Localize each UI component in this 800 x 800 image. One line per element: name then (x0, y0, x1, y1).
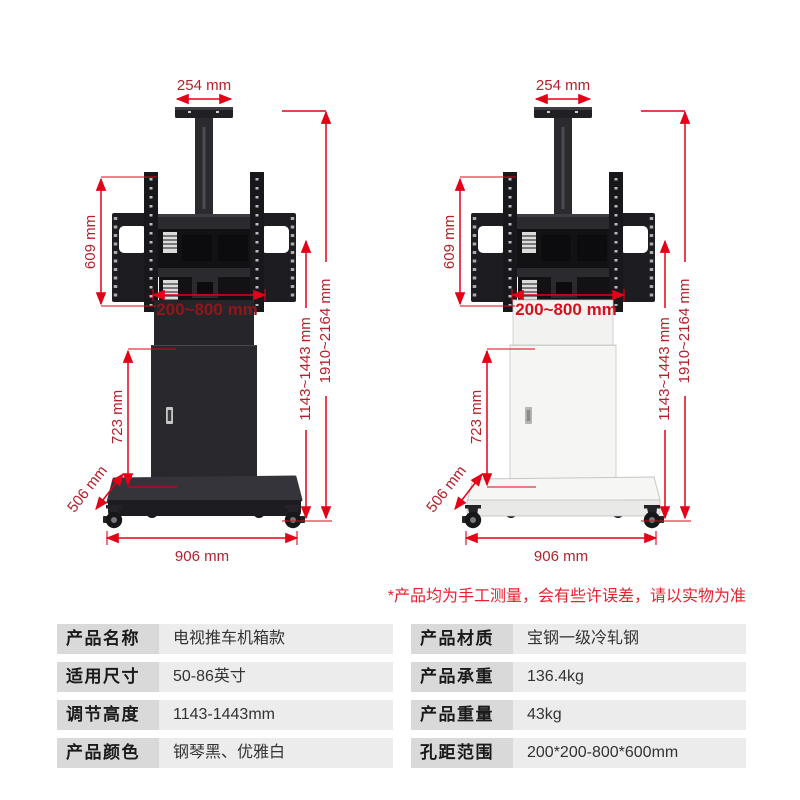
spec-label: 产品承重 (411, 662, 513, 692)
dim-bracket-height: 609 mm (82, 176, 157, 307)
spec-row-load: 产品承重 136.4kg (411, 662, 746, 692)
spec-label: 产品重量 (411, 700, 513, 730)
caster-left (103, 505, 123, 529)
camera-tray (534, 107, 592, 118)
spec-row-fit-size: 适用尺寸 50-86英寸 (57, 662, 393, 692)
caster-right (284, 505, 305, 529)
spec-table-left: 产品名称 电视推车机箱款 适用尺寸 50-86英寸 调节高度 1143-1443… (57, 624, 393, 776)
dim-vesa-range: 200~800 mm (510, 289, 626, 319)
dim-adjust-height: 1143~1443 mm (656, 239, 673, 520)
caster-left (462, 505, 482, 529)
cabinet (509, 299, 617, 490)
base (462, 476, 664, 529)
mount-rails (503, 172, 623, 312)
dim-cabinet-height: 723 mm (109, 348, 177, 488)
dim-tray-width: 254 mm (534, 77, 592, 105)
support-column (554, 118, 572, 218)
dim-label-total-height: 1910~2164 mm (676, 279, 693, 384)
spec-value: 钢琴黑、优雅白 (159, 738, 393, 768)
dim-label-cabinet-height: 723 mm (109, 390, 126, 444)
dim-bracket-height: 609 mm (441, 176, 516, 307)
dim-adjust-height: 1143~1443 mm (297, 239, 314, 520)
spec-value: 136.4kg (513, 662, 746, 692)
dim-label-cabinet-height: 723 mm (468, 390, 485, 444)
dim-label-tray-width: 254 mm (177, 77, 231, 94)
caster-right (643, 505, 664, 529)
dim-label-adjust-height: 1143~1443 mm (297, 317, 314, 421)
dim-label-base-width: 906 mm (175, 548, 229, 565)
cabinet (151, 300, 257, 489)
support-column (195, 118, 213, 218)
spec-row-product-name: 产品名称 电视推车机箱款 (57, 624, 393, 654)
dimension-diagram: 254 mm 609 mm 200~800 mm 723 mm 506 mm 9… (64, 77, 693, 565)
dim-base-width: 906 mm (105, 531, 299, 565)
camera-tray (175, 107, 233, 118)
spec-label: 适用尺寸 (57, 662, 159, 692)
tv-cart-black: 254 mm 609 mm 200~800 mm 723 mm 506 mm 9… (64, 77, 334, 565)
tv-cart-white: 254 mm 609 mm 200~800 mm 723 mm 506 mm 9… (423, 77, 693, 565)
dim-total-height: 1910~2164 mm (641, 110, 693, 522)
dim-label-vesa-range: 200~800 mm (515, 300, 617, 319)
dim-label-tray-width: 254 mm (536, 77, 590, 94)
spec-label: 产品材质 (411, 624, 513, 654)
spec-value: 电视推车机箱款 (159, 624, 393, 654)
spec-row-weight: 产品重量 43kg (411, 700, 746, 730)
dim-label-total-height: 1910~2164 mm (317, 279, 334, 384)
spec-label: 产品名称 (57, 624, 159, 654)
dim-tray-width: 254 mm (175, 77, 233, 105)
spec-value: 43kg (513, 700, 746, 730)
spec-label: 调节高度 (57, 700, 159, 730)
dim-label-vesa-range: 200~800 mm (156, 300, 258, 319)
dim-label-bracket-height: 609 mm (82, 215, 99, 269)
spec-label: 产品颜色 (57, 738, 159, 768)
dim-base-width: 906 mm (464, 531, 658, 565)
dim-label-base-width: 906 mm (534, 548, 588, 565)
dim-label-base-depth: 506 mm (423, 463, 470, 516)
base (103, 475, 305, 529)
measurement-disclaimer: *产品均为手工测量，会有些许误差，请以实物为准 (387, 588, 746, 605)
dim-label-bracket-height: 609 mm (441, 215, 458, 269)
dim-total-height: 1910~2164 mm (282, 110, 334, 522)
dim-label-base-depth: 506 mm (64, 463, 111, 516)
mount-rails (144, 172, 264, 312)
spec-row-color: 产品颜色 钢琴黑、优雅白 (57, 738, 393, 768)
spec-value: 50-86英寸 (159, 662, 393, 692)
spec-row-material: 产品材质 宝钢一级冷轧钢 (411, 624, 746, 654)
dim-cabinet-height: 723 mm (468, 348, 536, 488)
spec-value: 宝钢一级冷轧钢 (513, 624, 746, 654)
spec-table-right: 产品材质 宝钢一级冷轧钢 产品承重 136.4kg 产品重量 43kg 孔距范围… (411, 624, 746, 776)
dim-vesa-range: 200~800 mm (151, 289, 267, 319)
spec-value: 200*200-800*600mm (513, 738, 746, 768)
spec-label: 孔距范围 (411, 738, 513, 768)
spec-row-hole-range: 孔距范围 200*200-800*600mm (411, 738, 746, 768)
spec-value: 1143-1443mm (159, 700, 393, 730)
spec-row-adjust-height: 调节高度 1143-1443mm (57, 700, 393, 730)
tv-bracket (507, 214, 621, 309)
dim-label-adjust-height: 1143~1443 mm (656, 317, 673, 421)
